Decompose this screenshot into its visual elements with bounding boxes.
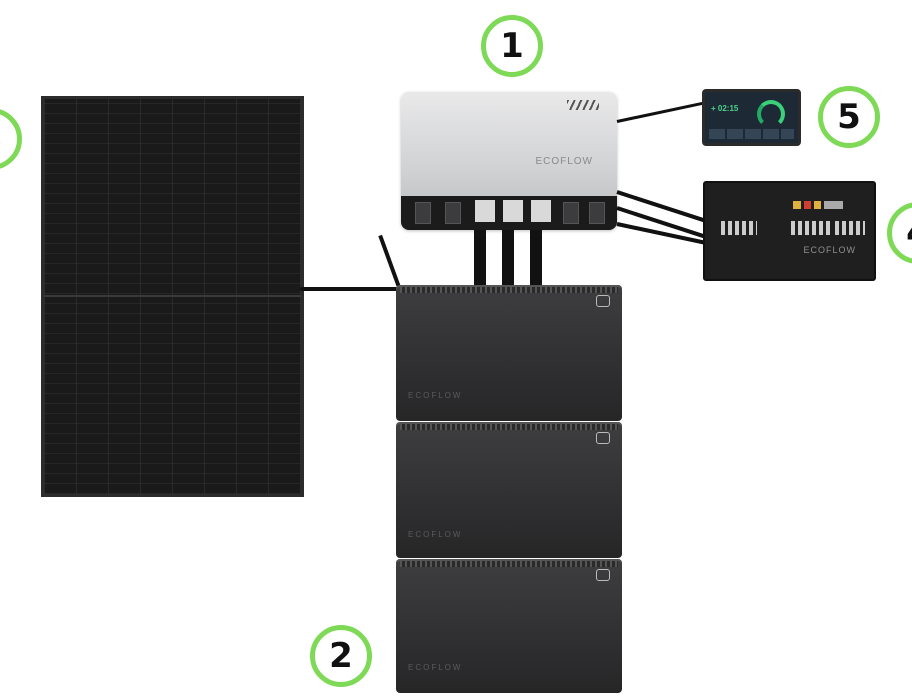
battery-vent — [400, 561, 618, 567]
display-time: + 02:15 — [711, 104, 738, 113]
display-tiles — [709, 129, 794, 139]
battery-cable — [474, 230, 486, 288]
battery-logo-icon — [596, 569, 610, 581]
callout-3: 3 — [0, 108, 22, 170]
panel-brand: ECOFLOW — [803, 245, 856, 255]
callout-5: 5 — [818, 86, 880, 148]
breaker-row — [835, 221, 865, 235]
solar-panel-divider — [44, 295, 301, 297]
callout-2: 2 — [310, 625, 372, 687]
solar-panel — [41, 96, 304, 497]
panel-status-leds — [793, 201, 843, 209]
battery-module: ECOFLOW — [396, 422, 622, 558]
battery-vent — [400, 424, 618, 430]
port — [475, 200, 495, 222]
display-cable — [617, 101, 706, 123]
battery-brand: ECOFLOW — [408, 391, 462, 400]
battery-cable — [502, 230, 514, 288]
port — [589, 202, 605, 224]
solar-cable-riser — [378, 235, 402, 291]
breaker-row — [791, 221, 831, 235]
solar-cable — [300, 287, 400, 291]
monitor-display: + 02:15 — [702, 89, 801, 146]
port — [503, 200, 523, 222]
battery-module: ECOFLOW — [396, 285, 622, 421]
battery-logo-icon — [596, 432, 610, 444]
battery-module: ECOFLOW — [396, 559, 622, 693]
panel-cable — [616, 190, 705, 222]
display-gauge-icon — [757, 100, 785, 128]
breaker-row — [721, 221, 757, 235]
inverter-port-panel — [401, 196, 617, 230]
smart-panel: ECOFLOW — [703, 181, 876, 281]
inverter-unit: ECOFLOW — [401, 92, 617, 230]
port — [563, 202, 579, 224]
port — [415, 202, 431, 224]
battery-cable — [530, 230, 542, 288]
battery-vent — [400, 287, 618, 293]
callout-4: 4 — [887, 202, 912, 264]
callout-1: 1 — [481, 15, 543, 77]
battery-brand: ECOFLOW — [408, 530, 462, 539]
port — [531, 200, 551, 222]
port — [445, 202, 461, 224]
battery-brand: ECOFLOW — [408, 663, 462, 672]
inverter-vent — [567, 100, 599, 110]
inverter-brand: ECOFLOW — [535, 156, 593, 167]
battery-logo-icon — [596, 295, 610, 307]
